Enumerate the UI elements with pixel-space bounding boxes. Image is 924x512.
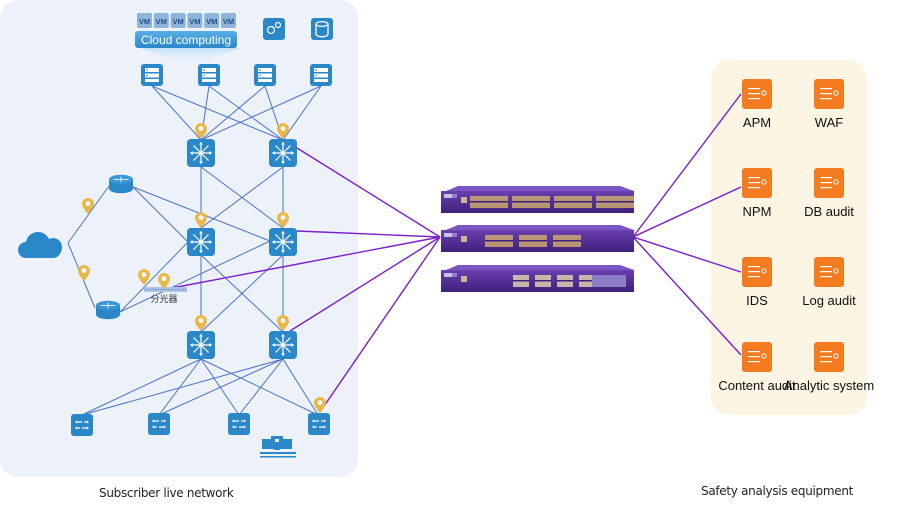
tool-label: DB audit bbox=[804, 204, 854, 219]
core-switch-icon bbox=[187, 228, 215, 256]
access-switch-icon bbox=[308, 413, 330, 435]
vm-label: VM bbox=[223, 17, 234, 26]
tool-analytic-system[interactable]: Analytic system bbox=[784, 342, 874, 393]
server-icon bbox=[310, 64, 332, 86]
ids-icon bbox=[742, 257, 772, 287]
packet-broker-stack bbox=[441, 186, 634, 292]
vm-badge: VM bbox=[153, 13, 169, 28]
server-icon bbox=[254, 64, 276, 86]
core-switch-icon bbox=[269, 139, 297, 167]
tool-label: APM bbox=[743, 115, 771, 130]
vm-badge: VM bbox=[204, 13, 220, 28]
vm-badge: VM bbox=[137, 13, 152, 28]
workstation-icon bbox=[260, 436, 296, 458]
vm-badge: VM bbox=[187, 13, 203, 28]
vm-badge: VM bbox=[221, 13, 236, 28]
tool-label: Content audit bbox=[718, 378, 796, 393]
core-switch-icon bbox=[269, 331, 297, 359]
tool-content-audit[interactable]: Content audit bbox=[718, 342, 796, 393]
vm-label: VM bbox=[139, 17, 150, 26]
splitter-label: 分光器 bbox=[150, 293, 177, 305]
cloud-computing-label: Cloud computing bbox=[141, 33, 231, 47]
tool-label: Analytic system bbox=[784, 378, 874, 393]
access-switch-icon bbox=[228, 413, 250, 435]
vm-label: VM bbox=[206, 17, 217, 26]
packet-broker-appliance bbox=[441, 265, 634, 292]
server-icon bbox=[141, 64, 163, 86]
apm-icon bbox=[742, 79, 772, 109]
subscriber-network-caption: Subscriber live network bbox=[99, 486, 234, 500]
subscriber-network-panel bbox=[0, 0, 358, 477]
vm-label: VM bbox=[156, 17, 167, 26]
db-audit-icon bbox=[814, 168, 844, 198]
router-icon bbox=[96, 300, 120, 320]
safety-equipment-panel bbox=[711, 60, 867, 415]
core-switch-icon bbox=[187, 139, 215, 167]
internet-cloud-icon bbox=[18, 232, 62, 258]
optical-splitter: 分光器 bbox=[144, 287, 187, 305]
vm-badge: VM bbox=[170, 13, 186, 28]
tool-label: IDS bbox=[746, 293, 768, 308]
packet-broker-appliance bbox=[441, 186, 634, 213]
tool-npm[interactable]: NPM bbox=[742, 168, 772, 219]
safety-equipment-caption: Safety analysis equipment bbox=[701, 484, 854, 498]
tool-log-audit[interactable]: Log audit bbox=[802, 257, 856, 308]
access-switch-icon bbox=[71, 414, 93, 436]
tool-label: WAF bbox=[815, 115, 843, 130]
core-switch-icon bbox=[269, 228, 297, 256]
vm-label: VM bbox=[189, 17, 200, 26]
gears-icon bbox=[263, 18, 285, 40]
analytic-system-icon bbox=[814, 342, 844, 372]
log-audit-icon bbox=[814, 257, 844, 287]
cloud-computing-group: VM VM VM VM VM VM Cloud computing bbox=[135, 13, 240, 62]
content-audit-icon bbox=[742, 342, 772, 372]
tool-db-audit[interactable]: DB audit bbox=[804, 168, 854, 219]
vm-label: VM bbox=[172, 17, 183, 26]
npm-icon bbox=[742, 168, 772, 198]
packet-broker-appliance bbox=[441, 225, 634, 252]
waf-icon bbox=[814, 79, 844, 109]
tool-apm[interactable]: APM bbox=[742, 79, 772, 130]
tap-links bbox=[171, 93, 742, 413]
tool-ids[interactable]: IDS bbox=[742, 257, 772, 308]
server-icon bbox=[198, 64, 220, 86]
access-switch-icon bbox=[148, 413, 170, 435]
tool-waf[interactable]: WAF bbox=[814, 79, 844, 130]
core-switch-icon bbox=[187, 331, 215, 359]
tool-label: NPM bbox=[743, 204, 772, 219]
router-icon bbox=[109, 174, 133, 194]
database-icon bbox=[311, 18, 333, 40]
tool-label: Log audit bbox=[802, 293, 856, 308]
